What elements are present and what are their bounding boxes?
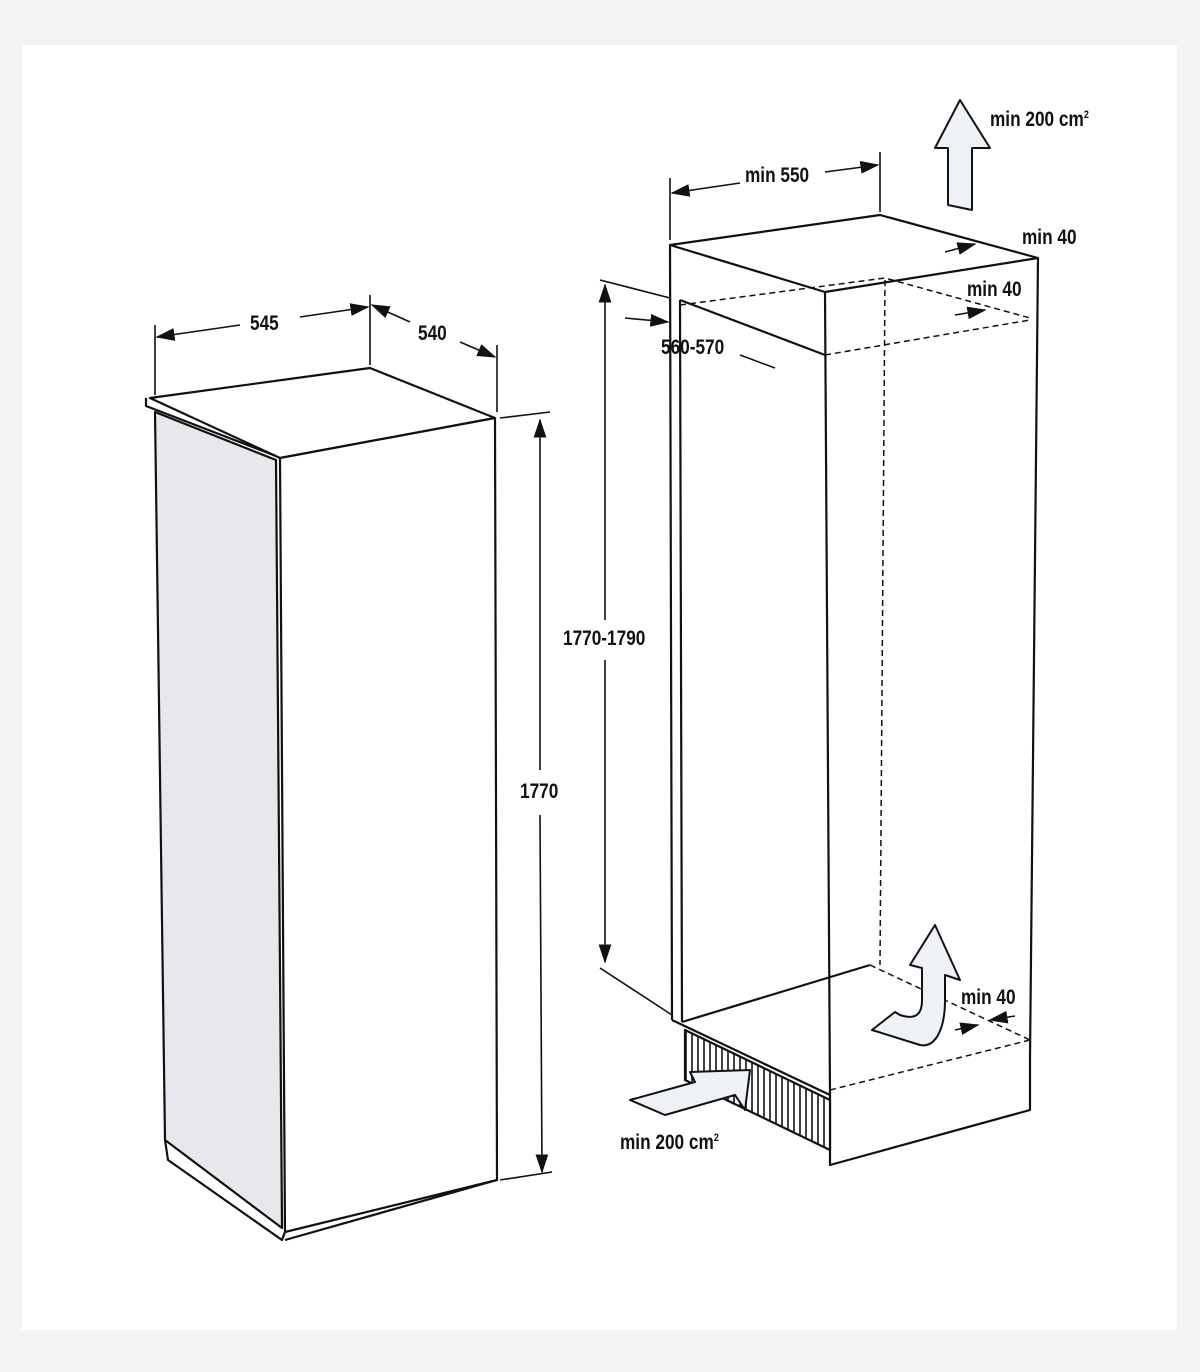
- top-vent-label: min 200 cm2: [990, 108, 1089, 132]
- top-vent-text: min 200 cm: [990, 108, 1084, 131]
- air-flow-up-arrow-icon: [871, 924, 961, 1047]
- niche-drawing: [668, 213, 1040, 1167]
- appliance-outline-dashed: [679, 277, 1031, 1091]
- depth-label: 540: [418, 322, 447, 345]
- bottom-vent-text: min 200 cm: [620, 1131, 714, 1154]
- ventilation-grille: [683, 1028, 832, 1152]
- air-out-arrow-icon: [934, 99, 991, 211]
- bottom-gap-label: min 40: [961, 986, 1016, 1009]
- appliance-door: [153, 410, 284, 1230]
- height-label: 1770: [520, 780, 559, 803]
- appliance-dimensions: [154, 295, 553, 1181]
- niche-width-label: min 550: [745, 164, 810, 187]
- appliance-side: [278, 416, 499, 1234]
- bottom-vent-sup: 2: [713, 1132, 719, 1144]
- top-vent-sup: 2: [1083, 109, 1089, 121]
- niche-height-label: 1770-1790: [563, 627, 646, 650]
- top-gap-back-label: min 40: [1022, 226, 1077, 249]
- width-label: 545: [250, 312, 279, 335]
- bottom-vent-label: min 200 cm2: [620, 1131, 719, 1155]
- top-gap-inner-label: min 40: [967, 278, 1022, 301]
- appliance-drawing: [144, 366, 499, 1242]
- niche-dimensions: [598, 152, 1016, 1035]
- niche-depth-label: 560-570: [661, 336, 725, 359]
- air-in-arrow-icon: [629, 1069, 751, 1116]
